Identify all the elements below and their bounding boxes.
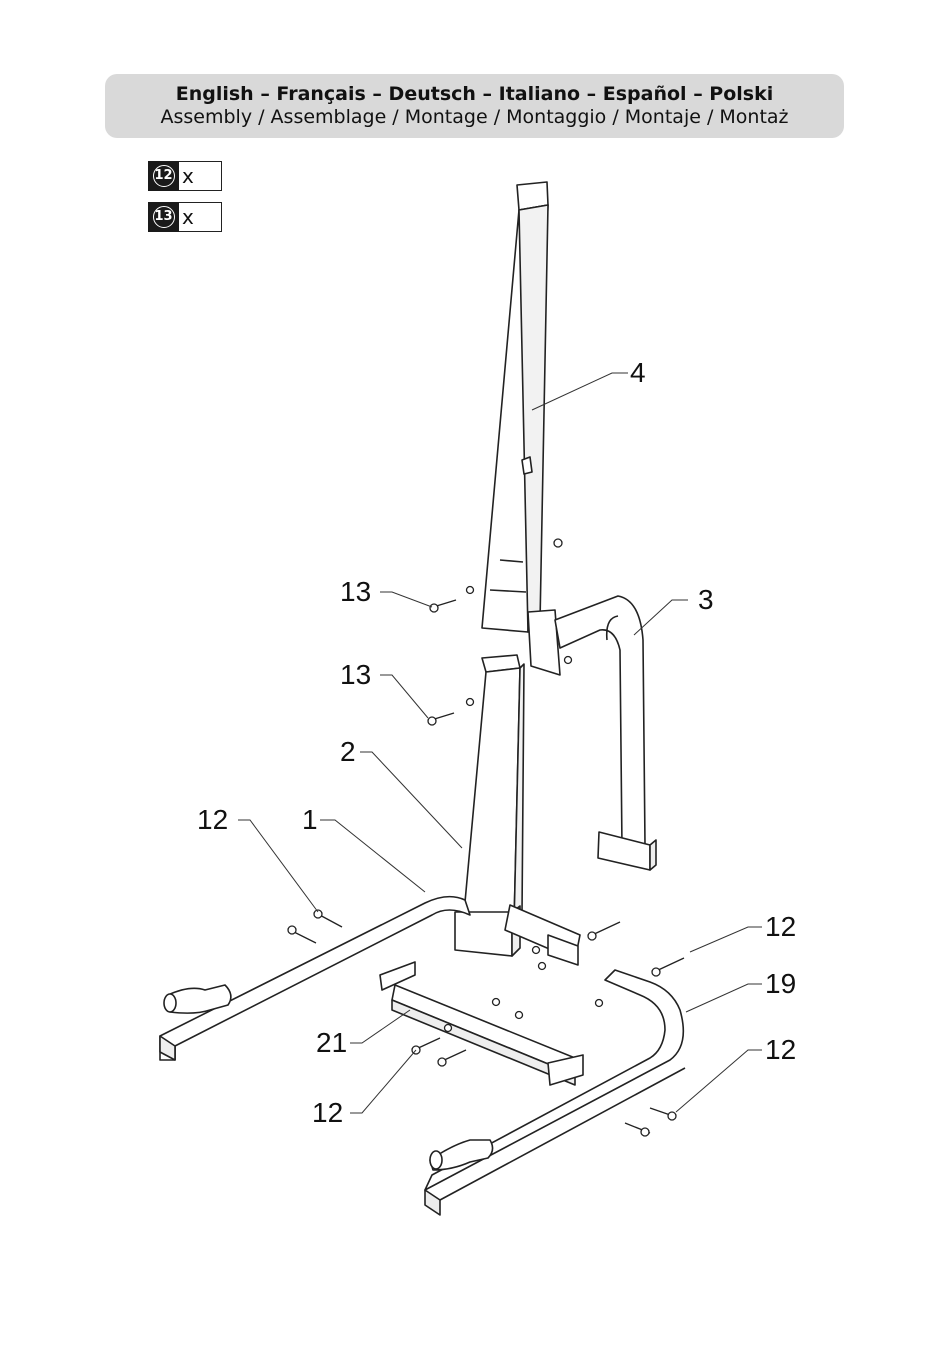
callout-13: 13: [340, 576, 371, 607]
part-3-support-arm: [528, 596, 656, 870]
callout-12: 12: [765, 911, 796, 942]
callout-3: 3: [698, 584, 714, 615]
callout-21: 21: [316, 1027, 347, 1058]
callout-2: 2: [340, 736, 356, 767]
callout-12: 12: [197, 804, 228, 835]
part-21-crossbar: [380, 962, 583, 1085]
callout-12: 12: [765, 1034, 796, 1065]
callout-13: 13: [340, 659, 371, 690]
part-19-rear-base: [425, 970, 685, 1215]
callout-1: 1: [302, 804, 318, 835]
callout-4: 4: [630, 357, 646, 388]
callout-19: 19: [765, 968, 796, 999]
callout-12: 12: [312, 1097, 343, 1128]
